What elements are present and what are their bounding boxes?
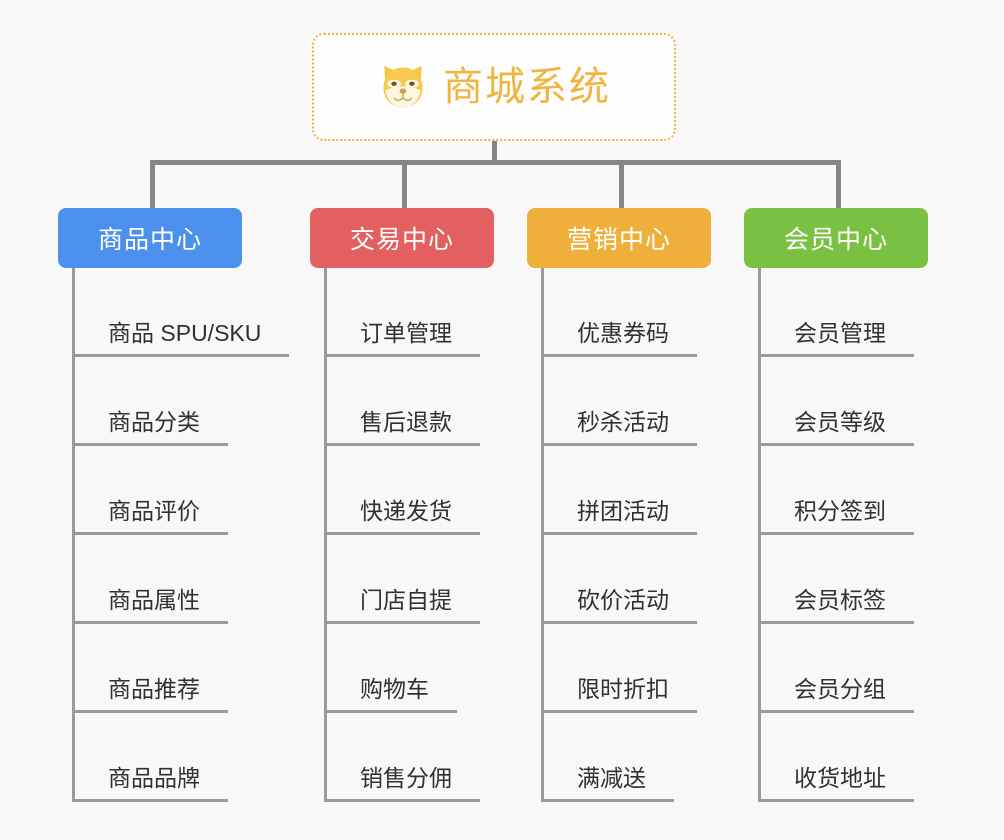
leaf-item[interactable]: 快递发货 — [324, 446, 480, 535]
leaf-item[interactable]: 订单管理 — [324, 268, 480, 357]
leaf-item[interactable]: 会员等级 — [758, 357, 914, 446]
leaf-spine-connector — [758, 268, 761, 802]
root-node[interactable]: 商城系统 — [312, 33, 676, 141]
leaf-item[interactable]: 门店自提 — [324, 535, 480, 624]
leaf-item-label: 会员管理 — [758, 320, 914, 357]
leaf-item-label: 商品品牌 — [72, 765, 228, 802]
leaf-item-label: 满减送 — [541, 765, 674, 802]
trunk-vertical-connector — [492, 141, 497, 164]
leaf-item[interactable]: 购物车 — [324, 624, 457, 713]
leaf-item[interactable]: 商品评价 — [72, 446, 228, 535]
leaf-spine-connector — [324, 268, 327, 802]
branch-drop-connector-2 — [402, 160, 407, 210]
leaf-item-label: 商品评价 — [72, 498, 228, 535]
leaf-item-label: 会员标签 — [758, 587, 914, 624]
leaf-item[interactable]: 商品分类 — [72, 357, 228, 446]
leaf-item[interactable]: 秒杀活动 — [541, 357, 697, 446]
branch-drop-connector-3 — [619, 160, 624, 210]
leaf-item-label: 销售分佣 — [324, 765, 480, 802]
leaf-item[interactable]: 商品品牌 — [72, 713, 228, 802]
leaf-spine-connector — [72, 268, 75, 802]
category-label: 商品中心 — [97, 226, 202, 254]
leaf-item-label: 砍价活动 — [541, 587, 697, 624]
leaf-item-label: 会员等级 — [758, 409, 914, 446]
category-label: 营销中心 — [566, 226, 671, 254]
category-box-1[interactable]: 商品中心 — [58, 208, 242, 268]
leaf-item-label: 积分签到 — [758, 498, 914, 535]
leaf-item-label: 售后退款 — [324, 409, 480, 446]
trunk-horizontal-connector — [150, 160, 841, 165]
leaf-item[interactable]: 商品推荐 — [72, 624, 228, 713]
leaf-item[interactable]: 积分签到 — [758, 446, 914, 535]
leaf-item-label: 商品分类 — [72, 409, 228, 446]
leaf-item[interactable]: 会员标签 — [758, 535, 914, 624]
leaf-spine-connector — [541, 268, 544, 802]
shiba-dog-icon — [383, 65, 423, 108]
category-box-4[interactable]: 会员中心 — [744, 208, 928, 268]
leaf-item-label: 订单管理 — [324, 320, 480, 357]
leaf-item[interactable]: 拼团活动 — [541, 446, 697, 535]
leaf-item[interactable]: 售后退款 — [324, 357, 480, 446]
leaf-item-label: 商品 SPU/SKU — [72, 320, 290, 357]
leaf-item-label: 商品推荐 — [72, 676, 228, 713]
leaf-item[interactable]: 商品属性 — [72, 535, 228, 624]
leaf-item-label: 秒杀活动 — [541, 409, 697, 446]
leaf-item-label: 限时折扣 — [541, 676, 697, 713]
leaf-item[interactable]: 商品 SPU/SKU — [72, 268, 290, 357]
leaf-item[interactable]: 满减送 — [541, 713, 674, 802]
leaf-item-label: 门店自提 — [324, 587, 480, 624]
leaf-item-label: 商品属性 — [72, 587, 228, 624]
leaf-item[interactable]: 砍价活动 — [541, 535, 697, 624]
leaf-item-label: 拼团活动 — [541, 498, 697, 535]
leaf-item[interactable]: 会员管理 — [758, 268, 914, 357]
leaf-item[interactable]: 会员分组 — [758, 624, 914, 713]
branch-drop-connector-4 — [836, 160, 841, 210]
leaf-item-label: 优惠券码 — [541, 320, 697, 357]
leaf-item[interactable]: 优惠券码 — [541, 268, 697, 357]
leaf-item[interactable]: 收货地址 — [758, 713, 914, 802]
leaf-item-label: 收货地址 — [758, 765, 914, 802]
leaf-item-label: 快递发货 — [324, 498, 480, 535]
category-label: 会员中心 — [783, 226, 888, 254]
branch-drop-connector-1 — [150, 160, 155, 210]
category-label: 交易中心 — [349, 226, 454, 254]
leaf-item-label: 购物车 — [324, 676, 457, 713]
category-box-3[interactable]: 营销中心 — [527, 208, 711, 268]
leaf-item[interactable]: 限时折扣 — [541, 624, 697, 713]
leaf-item-label: 会员分组 — [758, 676, 914, 713]
category-box-2[interactable]: 交易中心 — [310, 208, 494, 268]
leaf-item[interactable]: 销售分佣 — [324, 713, 480, 802]
root-title: 商城系统 — [443, 65, 611, 109]
